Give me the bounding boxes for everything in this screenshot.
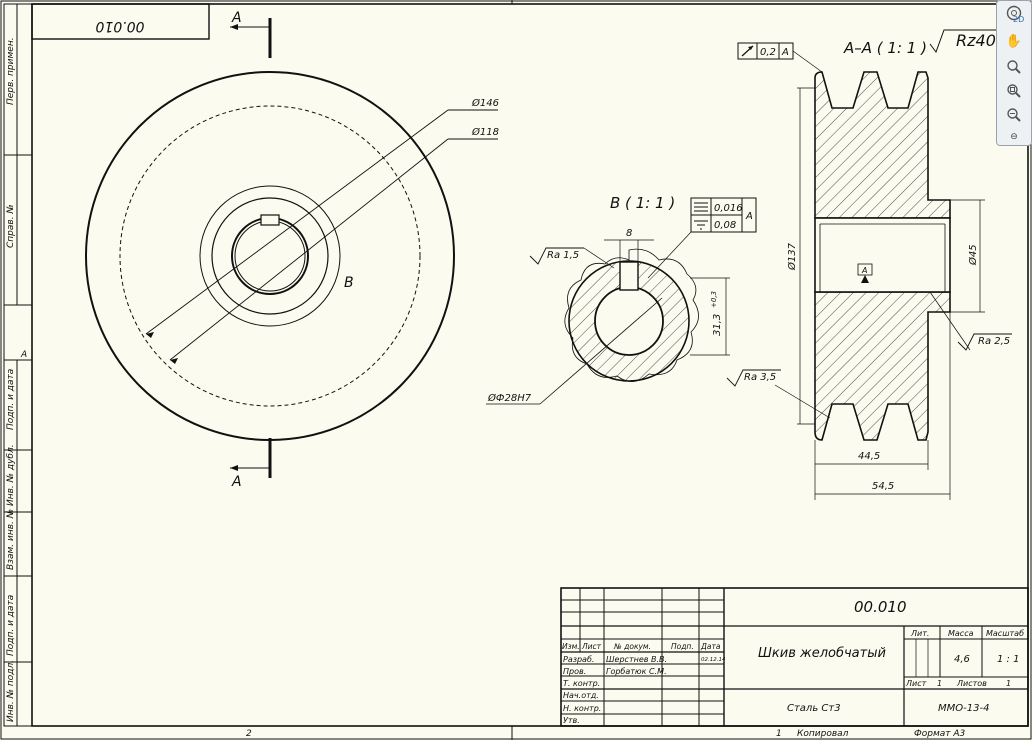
side-label-dubl: Инв. № дубл. (6, 444, 16, 506)
section-mark-top: A (231, 10, 242, 26)
pan-hand-icon[interactable]: ✋ (1005, 33, 1023, 49)
tb-scale-value: 1 : 1 (997, 654, 1019, 665)
title-block: 00.010 Шкив желобчатый Сталь Ст3 ММО-13-… (560, 587, 1029, 727)
section-mark-bottom: A (231, 474, 242, 490)
runout-datum: A (781, 47, 789, 58)
navigation-bar: 2D ✋ ⊖ (996, 0, 1032, 146)
side-label-perv: Перв. примен. (6, 37, 16, 105)
detail-callout-b: B (344, 275, 354, 291)
section-datum-a: A (861, 266, 867, 275)
zoom-extents-icon[interactable] (1003, 105, 1025, 125)
nav-menu-icon[interactable]: ⊖ (1010, 132, 1018, 142)
tb-name-prov: Горбатюк С.М. (606, 667, 667, 676)
tb-scale-label: Масштаб (986, 629, 1024, 638)
tb-role-utv: Утв. (563, 716, 580, 725)
tol-datum: A (745, 211, 753, 222)
tb-role-nkontr: Н. контр. (563, 704, 601, 713)
steering-wheel-icon[interactable] (1003, 3, 1025, 23)
front-dim-d118: Ø118 (471, 126, 499, 138)
tb-hdr-podp: Подп. (671, 642, 694, 651)
section-dim-54-5: 54,5 (872, 481, 894, 492)
tb-hdr-izm: Изм. (562, 642, 580, 651)
section-rz40: Rz40 (956, 31, 996, 50)
tb-hdr-doc: № докум. (613, 642, 651, 651)
side-strip: Перв. примен. Справ. № Подп. и дата Инв.… (3, 3, 33, 727)
detail-dim-bore: ØФ28H7 (487, 392, 532, 404)
runout-value: 0,2 (760, 47, 776, 58)
side-label-vzam: Взам. инв. № (6, 509, 16, 570)
section-dim-d45: Ø45 (967, 244, 979, 266)
tb-sheet-value: 1 (937, 679, 942, 688)
bottom-copied: Копировал (797, 729, 849, 739)
tol2-value: 0,08 (714, 220, 736, 231)
nav-2d-badge: 2D (1013, 15, 1025, 24)
top-stamp-text: 00.010 (95, 18, 144, 34)
tb-name: Шкив желобчатый (758, 646, 886, 661)
section-dim-d137: Ø137 (786, 242, 798, 271)
side-label-podl: Инв. № подл. (6, 660, 16, 722)
detail-roughness: Ra 1,5 (547, 250, 579, 261)
tb-material: Сталь Ст3 (787, 703, 841, 714)
section-ra-2-5: Ra 2,5 (978, 336, 1010, 347)
section-dim-44-5: 44,5 (858, 451, 880, 462)
tb-sheet-label: Лист (905, 679, 927, 688)
zone-label: A (20, 350, 27, 360)
front-view: Ø146 Ø118 B A A (85, 10, 499, 490)
bottom-format: Формат A3 (914, 729, 966, 739)
side-label-sprav: Справ. № (6, 204, 16, 248)
tb-designation: 00.010 (854, 598, 907, 616)
tb-role-prov: Пров. (563, 667, 586, 676)
section-ra-3-5: Ra 3,5 (744, 372, 776, 383)
detail-view: B ( 1: 1 ) 8 31,3 +0,3 ØФ28H7 Ra 1,5 0,0… (486, 194, 757, 405)
top-stamp: 00.010 (31, 3, 210, 40)
side-label-podp1: Подп. и дата (6, 369, 16, 430)
detail-title: B ( 1: 1 ) (610, 194, 675, 212)
detail-dim-tol: +0,3 (710, 291, 718, 308)
detail-dim-8: 8 (626, 228, 632, 239)
tb-hdr-list: Лист (581, 642, 602, 651)
side-label-podp2: Подп. и дата (6, 595, 16, 656)
tb-role-razrab: Разраб. (563, 655, 594, 664)
section-title: A–A ( 1: 1 ) (843, 39, 927, 57)
tb-date-razrab: 02.12.14 (701, 657, 726, 663)
tb-sheets-label: Листов (956, 679, 987, 688)
tb-org: ММО-13-4 (938, 703, 989, 714)
bottom-num-left: 2 (246, 729, 252, 739)
tb-lit-label: Лит. (910, 629, 929, 638)
section-view: A–A ( 1: 1 ) Rz40 0,2 A A Ø137 Ø45 (726, 29, 1012, 500)
tb-sheets-value: 1 (1006, 679, 1011, 688)
detail-dim-31: 31,3 (712, 314, 723, 336)
tb-name-razrab: Шерстнев В.В. (606, 655, 667, 664)
tb-mass-label: Масса (948, 629, 974, 638)
bottom-strip: 2 1 Копировал Формат A3 (246, 729, 966, 739)
tb-hdr-data: Дата (700, 642, 721, 651)
bottom-num-mid: 1 (776, 729, 782, 739)
tb-role-nach: Нач.отд. (563, 691, 599, 700)
front-dim-d146: Ø146 (471, 97, 499, 109)
zoom-window-icon[interactable] (1003, 81, 1025, 101)
tb-mass-value: 4,6 (954, 654, 970, 665)
zoom-icon[interactable] (1003, 57, 1025, 77)
tb-role-tkontr: Т. контр. (563, 679, 600, 688)
tol1-value: 0,016 (714, 203, 743, 214)
